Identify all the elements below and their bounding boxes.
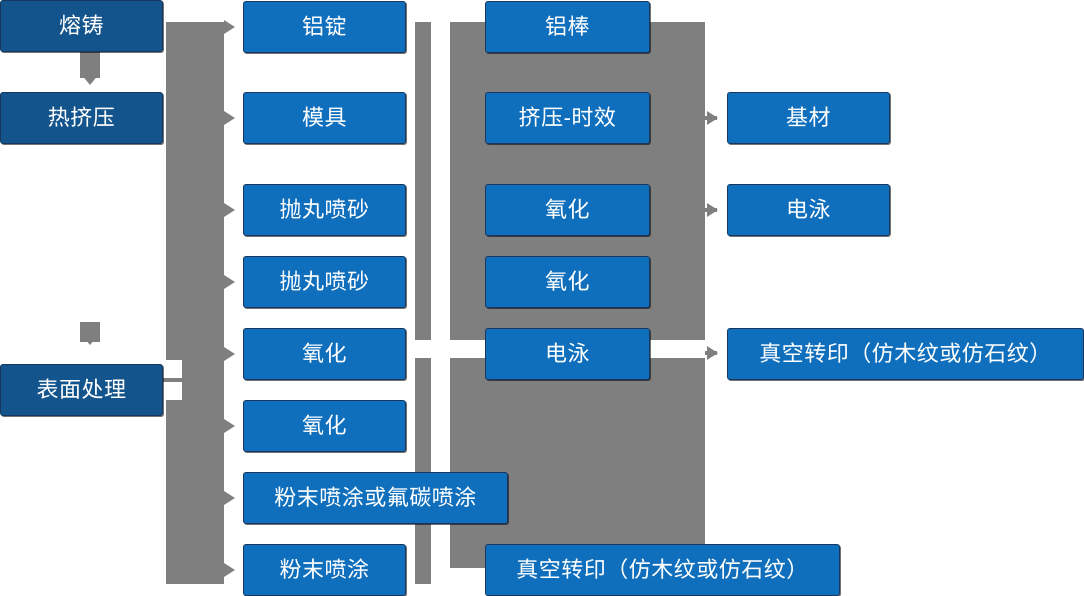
arrow-to-die: [224, 111, 235, 125]
process-label-shotblast-2: 抛丸喷砂: [279, 269, 370, 294]
stage-label-extrude: 热挤压: [47, 105, 116, 130]
stage-box-surface[interactable]: 表面处理: [0, 364, 163, 416]
process-box-electro-c4[interactable]: 电泳: [727, 181, 893, 236]
arrow-to-shotblast-1: [224, 203, 235, 217]
process-box-oxidation-c3-2[interactable]: 氧化: [485, 256, 650, 308]
process-box-shotblast-2[interactable]: 抛丸喷砂: [243, 253, 409, 308]
connector-rail-lower: [415, 358, 431, 584]
stage-label-surface: 表面处理: [36, 377, 127, 402]
stage-label-casting: 熔铸: [58, 13, 104, 38]
tick-2: [431, 113, 450, 116]
tick-3: [431, 205, 450, 208]
process-label-powder: 粉末喷涂: [279, 557, 370, 582]
arrow-to-electro: [707, 203, 718, 217]
process-label-extrude-age: 挤压-时效: [518, 105, 617, 130]
arrow-to-oxidation-2: [224, 419, 235, 433]
process-label-substrate: 基材: [785, 105, 831, 130]
tick-6: [431, 565, 450, 568]
process-label-oxidation-c2-2: 氧化: [301, 413, 347, 438]
process-box-die[interactable]: 模具: [243, 89, 409, 144]
process-box-oxidation-c2-1[interactable]: 氧化: [243, 325, 409, 380]
process-label-bar: 铝棒: [544, 14, 590, 39]
tick-4: [431, 277, 450, 280]
connector-surface-stub: [163, 378, 187, 382]
process-label-oxidation-c2-1: 氧化: [301, 341, 347, 366]
process-label-electro-c4: 电泳: [785, 197, 831, 222]
process-box-ingot[interactable]: 铝锭: [243, 1, 406, 53]
arrow-to-oxidation-1: [224, 347, 235, 361]
process-box-powder[interactable]: 粉末喷涂: [243, 541, 409, 596]
process-box-oxidation-c3-1[interactable]: 氧化: [485, 184, 650, 236]
connector-center-block-lower: [450, 358, 705, 568]
arrow-to-substrate: [707, 111, 718, 125]
process-label-vacuum-c3: 真空转印（仿木纹或仿石纹）: [516, 557, 809, 582]
process-label-die: 模具: [301, 105, 347, 130]
arrow-to-powder: [224, 563, 235, 577]
arrow-to-ingot: [224, 20, 235, 34]
connector-rail-upper: [415, 22, 431, 340]
process-box-substrate[interactable]: 基材: [727, 92, 890, 144]
process-box-oxidation-c2-2[interactable]: 氧化: [243, 397, 409, 452]
process-label-powder-fluoro: 粉末喷涂或氟碳喷涂: [274, 485, 477, 510]
process-box-powder-fluoro[interactable]: 粉末喷涂或氟碳喷涂: [243, 469, 511, 524]
process-label-oxidation-c3-2: 氧化: [544, 269, 590, 294]
tick-5: [431, 337, 450, 340]
process-box-vacuum-c4[interactable]: 真空转印（仿木纹或仿石纹）: [727, 325, 1084, 380]
process-box-vacuum-c3[interactable]: 真空转印（仿木纹或仿石纹）: [485, 541, 843, 596]
process-label-shotblast-1: 抛丸喷砂: [279, 197, 370, 222]
stage-box-casting[interactable]: 熔铸: [0, 0, 163, 52]
process-label-vacuum-c4: 真空转印（仿木纹或仿石纹）: [759, 341, 1052, 366]
connector-casting-to-extrude: [80, 48, 100, 78]
arrow-extrude-to-surface-head: [81, 334, 99, 345]
arrow-to-shotblast-2: [224, 275, 235, 289]
tick-1: [431, 22, 450, 25]
process-label-ingot: 铝锭: [301, 14, 347, 39]
arrow-to-powder-fluoro: [224, 491, 235, 505]
process-box-shotblast-1[interactable]: 抛丸喷砂: [243, 181, 409, 236]
process-box-extrude-age[interactable]: 挤压-时效: [485, 92, 650, 144]
process-box-bar[interactable]: 铝棒: [485, 1, 650, 53]
process-label-electro-c3: 电泳: [544, 341, 590, 366]
arrow-casting-to-extrude-head: [81, 74, 99, 85]
arrow-to-vacuum: [707, 346, 718, 360]
stage-box-extrude[interactable]: 热挤压: [0, 92, 163, 144]
connector-left-block: [166, 22, 224, 584]
process-box-electro-c3[interactable]: 电泳: [485, 328, 650, 380]
process-label-oxidation-c3-1: 氧化: [544, 197, 590, 222]
